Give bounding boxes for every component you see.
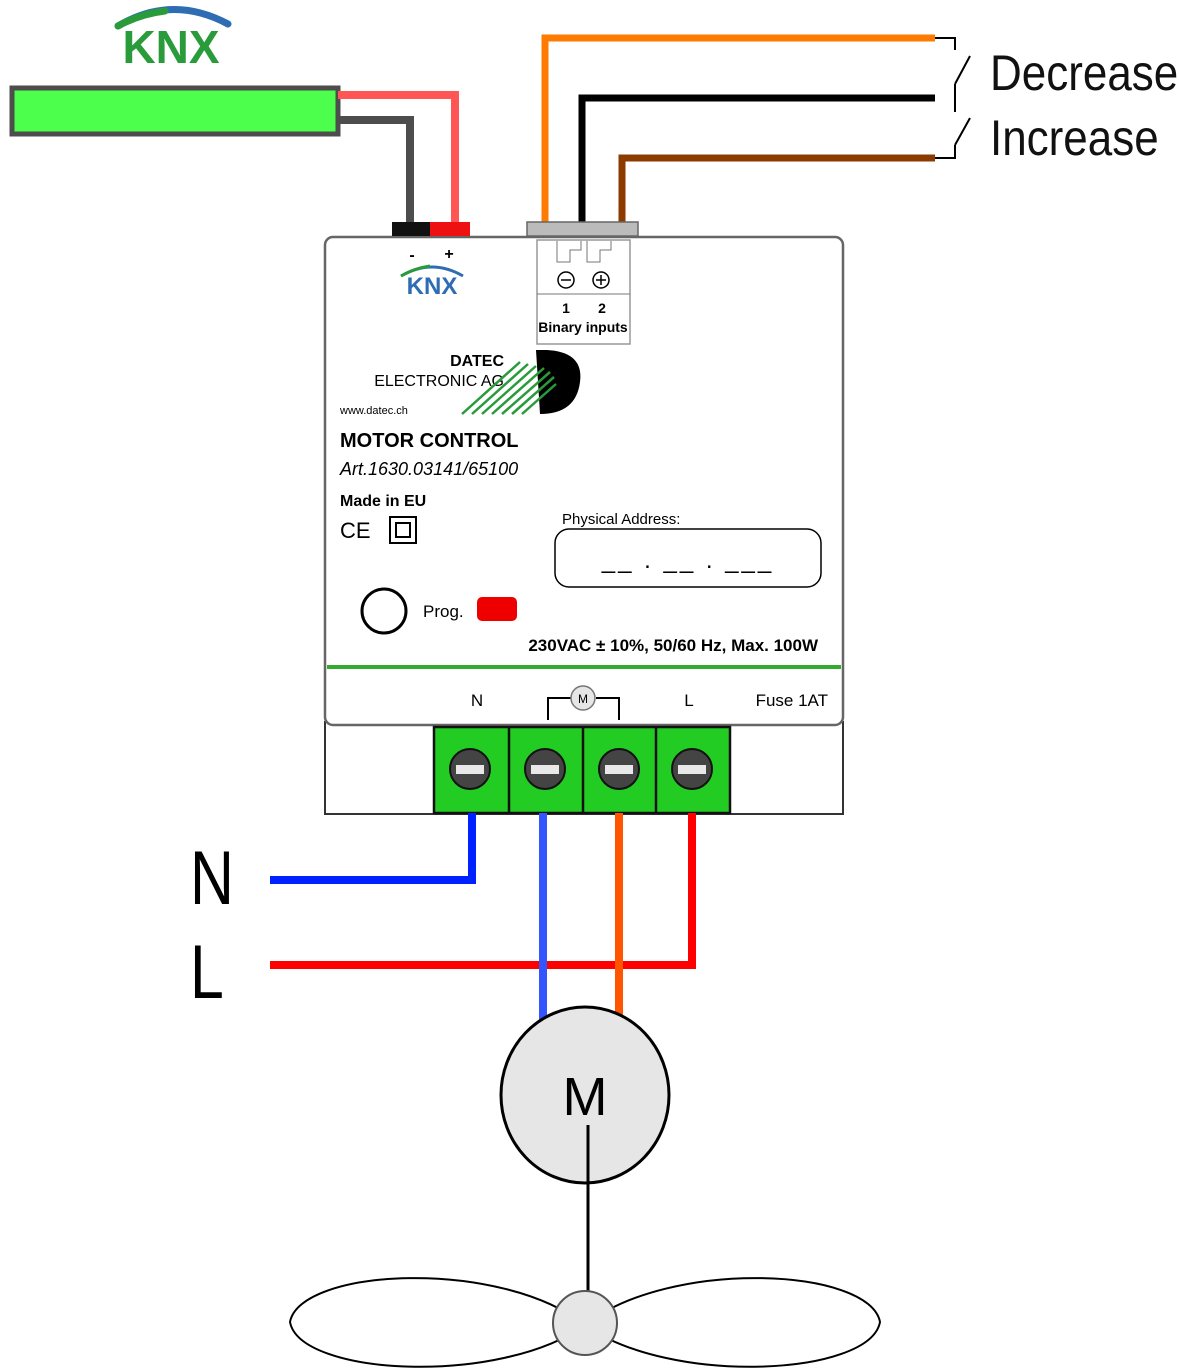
knx-dark-wire (338, 116, 414, 225)
device-knx-logo: KNX (400, 264, 464, 300)
neutral-wire (270, 813, 476, 884)
binary-inputs-label: Binary inputs (538, 319, 628, 335)
mains-n-label: N (190, 836, 234, 921)
manufacturer-subname: ELECTRONIC AG (374, 373, 504, 390)
datec-logo-icon (461, 350, 581, 415)
binary-input-plug (526, 221, 639, 237)
knx-connector (392, 222, 470, 236)
rating-label: 230VAC ± 10%, 50/60 Hz, Max. 100W (528, 636, 819, 655)
line-wire (270, 813, 696, 969)
device-body (323, 235, 845, 727)
motor (499, 1005, 671, 1185)
motor-label: M (563, 1067, 608, 1127)
terminal-screw-l[interactable] (671, 748, 713, 790)
terminal-screw-m1[interactable] (524, 748, 566, 790)
fan-hub (552, 1290, 618, 1356)
ce-mark: CE (340, 518, 371, 543)
physical-address-label: Physical Address: (562, 511, 680, 528)
binary-input-minus-icon (557, 271, 575, 289)
orange-input-wire (541, 34, 935, 225)
brown-input-wire (618, 154, 935, 225)
black-input-wire (578, 94, 935, 225)
binary-input-plus-icon (592, 271, 610, 289)
article-number: Art.1630.03141/65100 (339, 459, 518, 479)
fuse-label: Fuse 1AT (756, 691, 828, 710)
mains-l-label: L (190, 930, 224, 1015)
knx-bus-bar (9, 85, 341, 137)
double-insulation-icon (389, 516, 417, 544)
prog-button[interactable] (360, 587, 408, 635)
terminal-l-label: L (684, 691, 693, 710)
binary-input-1-label: 1 (562, 300, 570, 316)
terminal-n-label: N (471, 691, 483, 710)
knx-plus-label: + (444, 246, 453, 263)
product-name: MOTOR CONTROL (340, 430, 519, 452)
physical-address-box (554, 528, 822, 588)
knx-logo: KNX (114, 6, 232, 73)
binary-input-block (536, 239, 631, 345)
increase-label: Increase (990, 109, 1159, 165)
decrease-label: Decrease (990, 44, 1178, 100)
terminal-screw-n[interactable] (449, 748, 491, 790)
binary-input-slots (537, 241, 630, 295)
knx-logo-text: KNX (122, 21, 219, 73)
prog-led (477, 597, 517, 621)
switch-increase (935, 98, 971, 159)
motor-symbol-label: M (578, 692, 588, 706)
terminal-screw-m2[interactable] (598, 748, 640, 790)
fan-blades (288, 1277, 882, 1368)
manufacturer-name: DATEC (450, 353, 504, 370)
device-knx-logo-text: KNX (407, 273, 458, 300)
made-in-label: Made in EU (340, 493, 426, 510)
switch-decrease (935, 37, 971, 98)
knx-minus-label: - (409, 247, 414, 264)
manufacturer-website: www.datec.ch (339, 405, 408, 417)
binary-input-2-label: 2 (598, 300, 606, 316)
motor-symbol-icon (570, 685, 596, 711)
knx-red-wire (338, 91, 459, 225)
prog-label: Prog. (423, 602, 464, 621)
physical-address-value: __ . __ . ___ (601, 547, 774, 574)
